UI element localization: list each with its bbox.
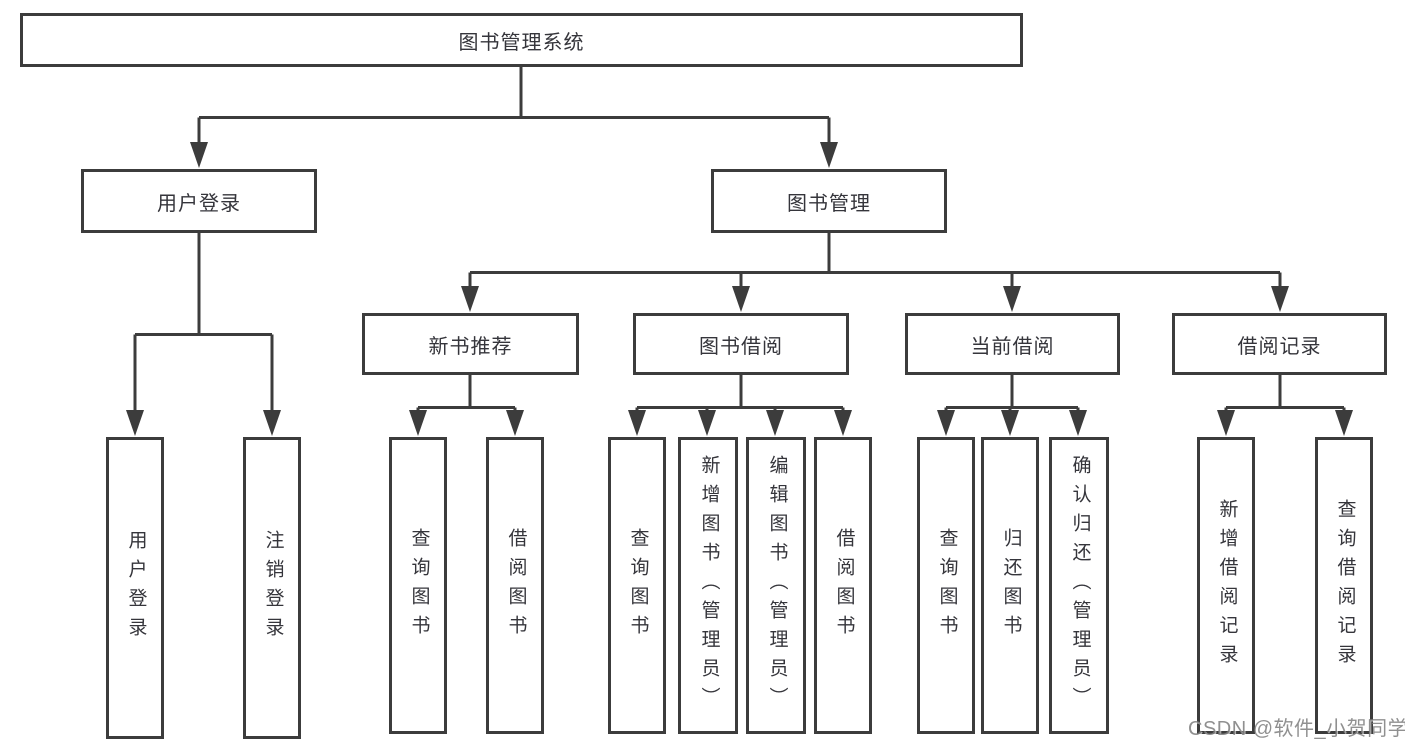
leaf-borrow-books-recommend: 借阅图书 [486, 437, 544, 734]
node-label: 图书管理 [787, 192, 871, 215]
node-label: 当前借阅 [970, 335, 1055, 358]
node-label: 图书管理系统 [458, 31, 585, 54]
node-label: 归还图书 [1000, 527, 1022, 644]
node-book-management: 图书管理 [711, 169, 947, 233]
node-label: 借阅图书 [833, 527, 855, 644]
leaf-borrow-books: 借阅图书 [814, 437, 872, 734]
leaf-query-books-recommend: 查询图书 [389, 437, 447, 734]
node-label: 查询借阅记录 [1334, 498, 1356, 673]
node-label: 查询图书 [936, 527, 958, 644]
node-label: 新增图书（管理员） [698, 455, 720, 716]
node-label: 注销登录 [262, 530, 284, 646]
node-label: 新增借阅记录 [1216, 498, 1238, 673]
leaf-edit-books-admin: 编辑图书（管理员） [746, 437, 806, 734]
leaf-query-books-borrow: 查询图书 [608, 437, 666, 734]
leaf-add-borrow-record: 新增借阅记录 [1197, 437, 1255, 734]
node-label: 借阅记录 [1237, 335, 1322, 358]
node-label: 查询图书 [627, 527, 649, 644]
node-label: 用户登录 [125, 530, 147, 646]
node-borrowing-records: 借阅记录 [1172, 313, 1387, 375]
node-book-borrowing: 图书借阅 [633, 313, 849, 375]
node-label: 用户登录 [157, 192, 241, 215]
leaf-query-borrow-record: 查询借阅记录 [1315, 437, 1373, 734]
node-label: 确认归还（管理员） [1069, 455, 1091, 716]
node-user-login: 用户登录 [81, 169, 317, 233]
leaf-logout: 注销登录 [243, 437, 301, 739]
node-library-management-system: 图书管理系统 [20, 13, 1023, 67]
node-label: 编辑图书（管理员） [766, 455, 788, 716]
leaf-user-login: 用户登录 [106, 437, 164, 739]
csdn-watermark: CSDN @软件_小贺同学 [1188, 718, 1405, 740]
node-label: 图书借阅 [699, 335, 783, 358]
node-label: 查询图书 [408, 527, 430, 644]
node-label: 新书推荐 [428, 335, 513, 358]
node-new-book-recommendation: 新书推荐 [362, 313, 579, 375]
node-label: 借阅图书 [505, 527, 527, 644]
leaf-return-books: 归还图书 [981, 437, 1039, 734]
leaf-query-books-current: 查询图书 [917, 437, 975, 734]
leaf-confirm-return-admin: 确认归还（管理员） [1049, 437, 1109, 734]
node-current-borrowing: 当前借阅 [905, 313, 1120, 375]
leaf-add-books-admin: 新增图书（管理员） [678, 437, 738, 734]
